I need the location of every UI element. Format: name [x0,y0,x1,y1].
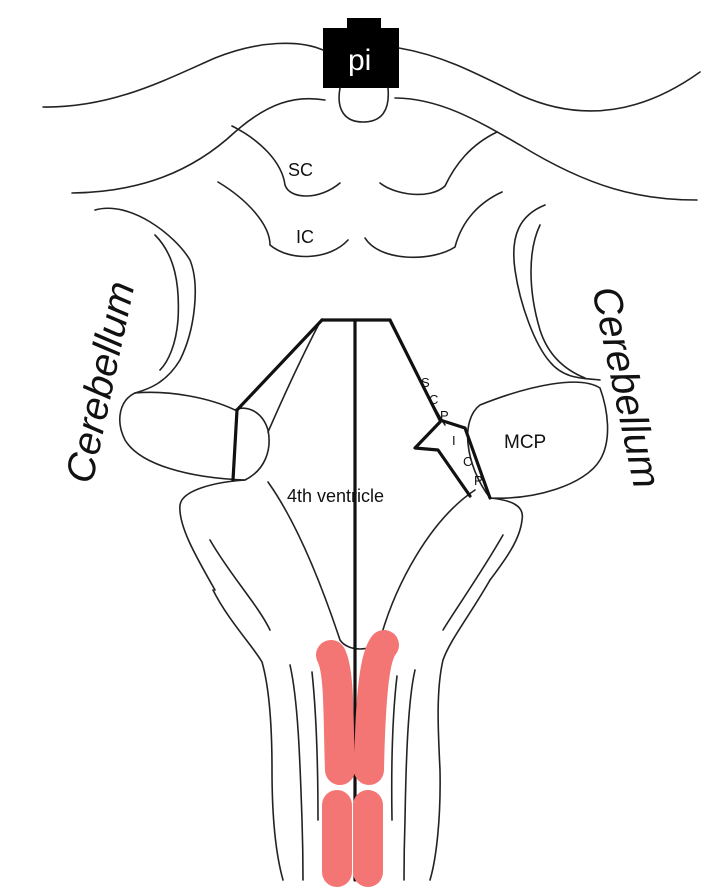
fourth-ventricle-label: 4th ventricle [287,486,384,506]
peduncle-letters: S C P I C P MCP [421,375,546,488]
colliculi: SC IC [217,125,503,259]
thalamus-outline [42,42,701,201]
pineal-label: pi [348,44,371,77]
icp-letter-p: P [474,473,483,488]
scp-letter-s: S [421,375,430,390]
cerebellum-right-label: Cerebellum [583,283,669,492]
fourth-ventricle-outline: 4th ventricle [267,321,476,650]
highlighted-tracts [316,630,399,887]
icp-letter-c: C [463,454,472,469]
mcp-label: MCP [504,432,546,453]
scp-letter-c: C [429,392,438,407]
pineal-label-box: pi [323,18,399,88]
rhomboid-fossa-lines [231,318,492,882]
superior-colliculus-label: SC [288,160,313,180]
cerebellum-left-label: Cerebellum [58,278,144,487]
inferior-colliculus-label: IC [296,227,314,247]
scp-letter-p: P [440,408,449,423]
brainstem-outline [94,204,609,881]
icp-letter-i: I [452,433,456,448]
